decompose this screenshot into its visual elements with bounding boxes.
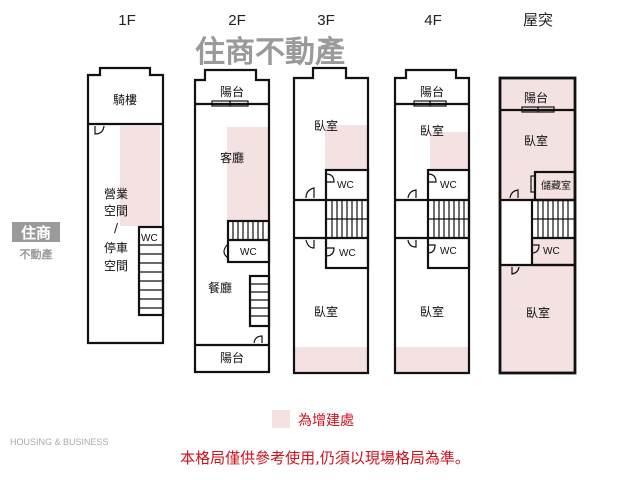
room-arcade: 騎樓 (113, 92, 137, 107)
added-area (396, 347, 468, 372)
floor-label-4f: 4F (424, 12, 442, 29)
plan-2f: 陽台 客廳 WC 餐廳 陽台 (193, 68, 271, 374)
watermark-tagline: HOUSING & BUSINESS (10, 437, 109, 447)
room-dining: 餐廳 (208, 280, 232, 295)
watermark-brand: 住商不動產 (195, 35, 345, 70)
added-area (430, 132, 468, 170)
room-business-space-2: 空間 (104, 204, 128, 218)
floor-label-2f: 2F (228, 12, 246, 29)
room-bedroom-back: 臥室 (314, 304, 338, 319)
floor-label-3f: 3F (317, 12, 335, 29)
plan-4f: 陽台 臥室 WC WC 臥室 (393, 68, 471, 375)
added-area (325, 125, 368, 170)
plan-1f: 騎樓 營業 空間 / 停車 空間 WC (86, 66, 165, 345)
room-bedroom-front: 臥室 (524, 133, 548, 148)
room-wc-upper: WC (337, 180, 354, 191)
floor-label-roof: 屋突 (523, 12, 553, 29)
room-bedroom-back: 臥室 (420, 304, 444, 319)
room-wc: WC (141, 233, 158, 244)
watermark-logo-bottom: 不動產 (20, 247, 53, 261)
room-wc-lower: WC (440, 246, 457, 257)
room-balcony-front: 陽台 (220, 84, 244, 99)
disclaimer: 本格局僅供參考使用,仍須以現場格局為準。 (180, 449, 470, 467)
room-wc-upper: WC (440, 180, 457, 191)
added-area (120, 126, 160, 226)
room-bedroom-front: 臥室 (420, 123, 444, 138)
room-business-space: 營業 (104, 187, 128, 201)
added-area (227, 127, 268, 220)
room-bedroom-front: 臥室 (314, 118, 338, 133)
room-wc-lower: WC (339, 248, 356, 259)
room-parking-space-2: 空間 (104, 259, 128, 273)
room-wc: WC (240, 247, 257, 258)
room-parking-space: 停車 (104, 240, 128, 255)
room-balcony-back: 陽台 (220, 350, 244, 365)
plan-3f: 臥室 WC WC 臥室 (292, 66, 370, 375)
legend-swatch (272, 410, 290, 428)
added-area (295, 347, 368, 372)
watermark: 住商不動產 住商 不動產 HOUSING & BUSINESS (10, 35, 345, 447)
legend-label: 為增建處 (298, 413, 354, 429)
plan-roof: 陽台 臥室 儲藏室 WC 臥室 (498, 76, 577, 375)
room-living: 客廳 (220, 150, 244, 165)
room-wc: WC (543, 246, 560, 257)
room-slash: / (114, 221, 119, 235)
room-balcony: 陽台 (524, 90, 548, 105)
room-bedroom-back: 臥室 (526, 305, 550, 320)
floor-label-1f: 1F (118, 12, 136, 29)
room-storage: 儲藏室 (541, 179, 571, 192)
watermark-logo-top: 住商 (21, 224, 51, 242)
room-balcony-front: 陽台 (420, 84, 444, 99)
